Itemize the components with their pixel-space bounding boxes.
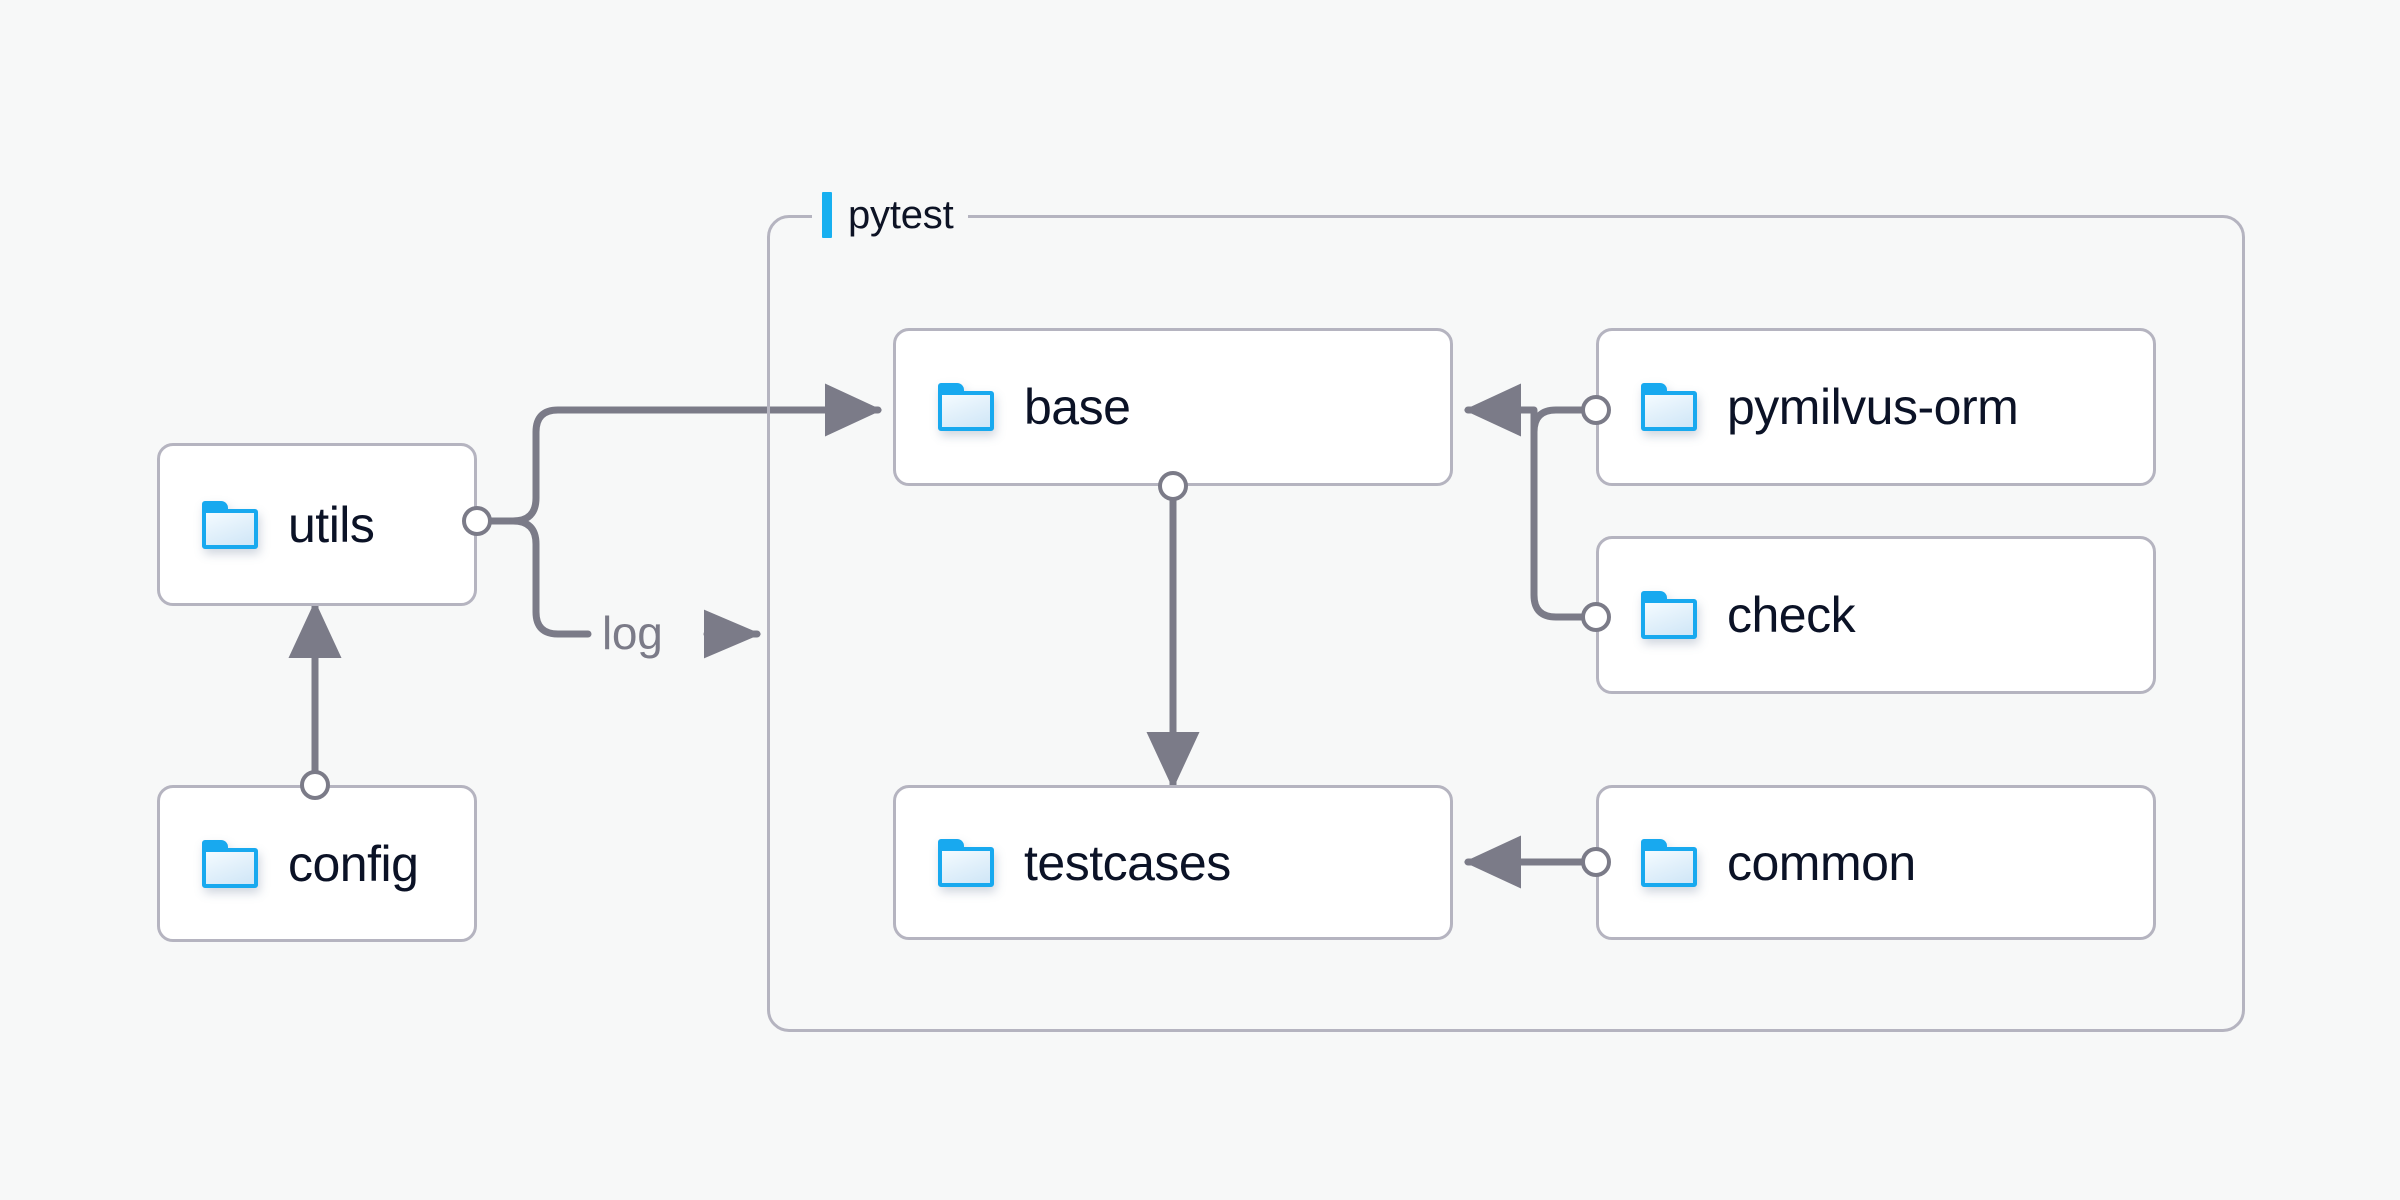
node-config[interactable]: config [157, 785, 477, 942]
folder-icon [1641, 383, 1697, 431]
port-pymilvus-orm-left[interactable] [1581, 395, 1611, 425]
node-utils[interactable]: utils [157, 443, 477, 606]
port-base-bottom[interactable] [1158, 471, 1188, 501]
port-utils-right[interactable] [462, 506, 492, 536]
port-common-left[interactable] [1581, 847, 1611, 877]
folder-icon [202, 839, 258, 888]
node-pymilvus-orm-label: pymilvus-orm [1727, 379, 2019, 435]
node-pymilvus-orm[interactable]: pymilvus-orm [1596, 328, 2156, 486]
edge-utils-to-log [509, 517, 592, 638]
node-common-label: common [1727, 834, 1916, 891]
folder-icon [938, 838, 994, 887]
folder-icon [202, 500, 258, 549]
node-check-label: check [1727, 587, 1856, 643]
port-check-left[interactable] [1581, 602, 1611, 632]
node-config-label: config [288, 835, 419, 892]
node-base[interactable]: base [893, 328, 1453, 486]
folder-icon [1641, 838, 1697, 887]
edge-label-log: log [602, 607, 663, 659]
accent-bar-icon [822, 192, 832, 238]
folder-icon [1641, 591, 1697, 639]
node-utils-label: utils [288, 496, 375, 553]
node-base-label: base [1024, 379, 1131, 435]
pytest-group-label-text: pytest [848, 193, 954, 237]
node-testcases-label: testcases [1024, 834, 1231, 891]
node-check[interactable]: check [1596, 536, 2156, 694]
pytest-group-label: pytest [812, 187, 968, 243]
node-testcases[interactable]: testcases [893, 785, 1453, 940]
pytest-group-container[interactable] [767, 215, 2245, 1032]
node-common[interactable]: common [1596, 785, 2156, 940]
port-config-top[interactable] [300, 770, 330, 800]
folder-icon [938, 383, 994, 431]
